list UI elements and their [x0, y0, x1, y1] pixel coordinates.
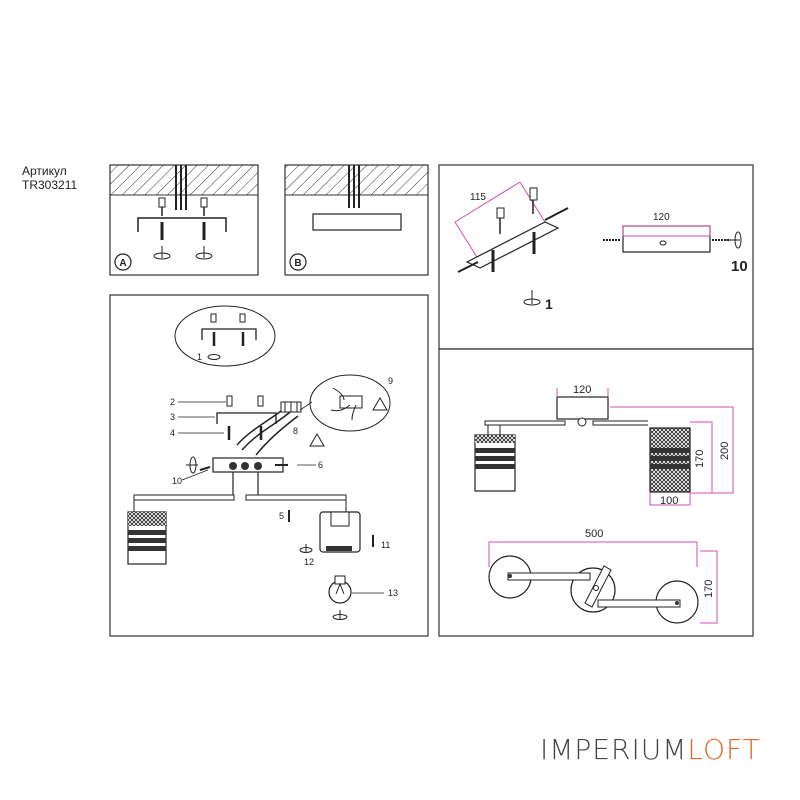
screw-icon	[212, 332, 245, 346]
badge-a	[114, 253, 132, 271]
bulb-icon	[328, 575, 352, 620]
brand-part1: IMPERIUM	[540, 733, 688, 766]
inset-label: 1	[197, 352, 202, 362]
screw-icon	[491, 232, 536, 272]
part-label-2: 2	[170, 397, 175, 407]
dim-side-plate: 120	[573, 384, 591, 396]
part-label-3: 3	[170, 412, 175, 422]
dowel-icon	[210, 313, 246, 323]
warning-icon	[372, 397, 388, 411]
part-label-10: 10	[172, 476, 182, 486]
sku-label: Артикул	[22, 164, 67, 178]
brand-part2: LOFT	[687, 733, 761, 766]
mounting-bracket	[465, 221, 560, 269]
dim-side-height-total: 200	[719, 442, 731, 460]
rotate-icon	[523, 290, 541, 306]
part-label-13: 13	[388, 588, 398, 598]
panel-b: B	[284, 164, 429, 276]
part-label-12: 12	[304, 557, 314, 567]
part-label-11: 11	[381, 540, 390, 550]
panel-dimensions: 120 170 200 100 500 170	[438, 348, 754, 637]
part-label-5: 5	[279, 511, 284, 521]
part-label-8: 8	[293, 426, 298, 436]
dim-side-shade-width: 100	[660, 495, 678, 507]
label-screw: 1	[545, 296, 553, 312]
badge-a-text: A	[119, 258, 126, 269]
panel-a: A	[109, 164, 259, 276]
badge-b-text: B	[294, 258, 301, 269]
glass-shade	[474, 434, 516, 492]
part-label-6: 6	[318, 460, 323, 470]
dim-top-depth: 170	[703, 580, 715, 598]
mounting-plate	[312, 213, 402, 231]
screw-icon	[160, 222, 206, 240]
dim-bracket: 115	[470, 192, 486, 203]
sku-code: TR303211	[22, 178, 78, 192]
dowel-icon	[496, 187, 538, 234]
rotate-icon	[186, 456, 198, 474]
dim-top-length: 500	[585, 528, 603, 540]
part-label-4: 4	[170, 428, 175, 438]
dowel-icon	[158, 197, 208, 216]
panel-assembly: 1 2 3 4 8 9	[109, 294, 429, 637]
dim-side-height-shade: 170	[694, 450, 706, 468]
label-plate: 10	[731, 258, 748, 275]
ceiling-plate	[622, 225, 711, 253]
panel-mount-detail: 115 1 120 10	[438, 164, 754, 350]
rotate-icon	[726, 231, 742, 249]
dim-plate: 120	[653, 212, 670, 223]
part-label-9: 9	[388, 376, 393, 386]
dowel-icon	[226, 395, 264, 407]
warning-icon	[309, 433, 325, 447]
rotate-icon	[153, 246, 213, 260]
badge-b	[289, 253, 307, 271]
sku-block: Артикул TR303211	[22, 164, 77, 192]
brand-logo: IMPERIUMLOFT	[540, 733, 761, 766]
canopy-side	[556, 396, 609, 420]
